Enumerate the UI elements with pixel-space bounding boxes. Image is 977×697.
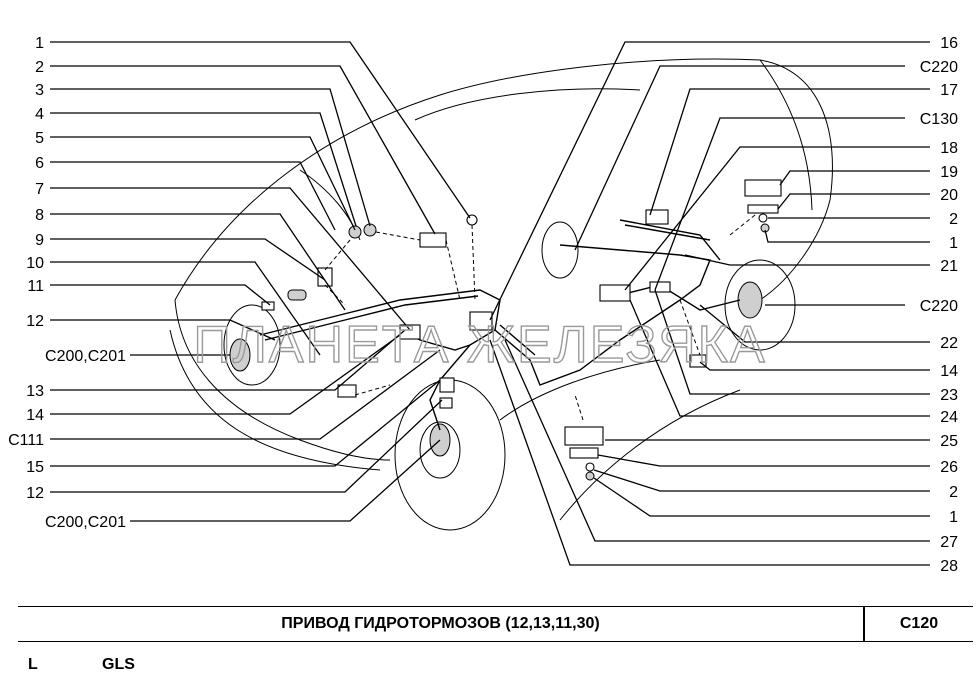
callout-label: 26 — [940, 459, 958, 476]
callout-label: 27 — [940, 534, 958, 551]
callout-label: 7 — [35, 181, 44, 198]
labels-left: 1 2 3 4 5 6 7 8 9 10 11 12 C200,C201 13 … — [8, 35, 126, 531]
callout-label: C130 — [920, 111, 958, 128]
callout-label: 1 — [949, 235, 958, 252]
callout-label: 22 — [940, 335, 958, 352]
callout-label: 3 — [35, 82, 44, 99]
callout-label: 14 — [26, 407, 44, 424]
leader-lines-right — [489, 41, 930, 566]
callout-label: 15 — [26, 459, 44, 476]
callout-label: 14 — [940, 363, 958, 380]
wheels — [223, 221, 796, 531]
callout-label: C220 — [920, 59, 958, 76]
callout-label: C220 — [920, 298, 958, 315]
callout-label: 28 — [940, 558, 958, 575]
callout-label: 12 — [26, 313, 44, 330]
watermark-text: ПЛАНЕТА ЖЕЛЕЗЯКА — [193, 316, 766, 374]
brake-components — [261, 179, 782, 481]
callout-label: 6 — [35, 155, 44, 172]
callout-label: C200,C201 — [45, 348, 126, 365]
callout-label: 4 — [35, 106, 44, 123]
callout-label: 2 — [949, 211, 958, 228]
page-title: ПРИВОД ГИДРОТОРМОЗОВ (12,13,11,30) — [281, 615, 600, 632]
callout-label: 21 — [940, 258, 958, 275]
footer-variant-trim: GLS — [102, 656, 135, 673]
callout-label: 25 — [940, 433, 958, 450]
callout-label: 12 — [26, 485, 44, 502]
callout-label: 20 — [940, 187, 958, 204]
callout-label: 19 — [940, 164, 958, 181]
callout-label: 16 — [940, 35, 958, 52]
callout-label: 24 — [940, 409, 958, 426]
title-divider — [863, 607, 865, 641]
callout-label: C200,C201 — [45, 514, 126, 531]
footer-variant-left: L — [28, 656, 38, 673]
callout-label: 8 — [35, 207, 44, 224]
callout-label: 13 — [26, 383, 44, 400]
leader-lines-left — [50, 41, 471, 522]
callout-label: 9 — [35, 232, 44, 249]
callout-label: 2 — [949, 484, 958, 501]
callout-label: 18 — [940, 140, 958, 157]
callout-label: 5 — [35, 130, 44, 147]
callout-label: 11 — [27, 278, 44, 295]
brake-system-diagram: ПЛАНЕТА ЖЕЛЕЗЯКА 1 2 3 4 5 6 7 8 9 10 11… — [8, 35, 958, 575]
callout-label: 23 — [940, 387, 958, 404]
callout-label: 1 — [949, 509, 958, 526]
labels-right: 16 C220 17 C130 18 19 20 2 1 21 C220 22 … — [920, 35, 958, 575]
callout-label: C111 — [8, 432, 44, 449]
callout-label: 17 — [940, 82, 958, 99]
callout-label: 10 — [26, 255, 44, 272]
callout-label: 1 — [35, 35, 44, 52]
callout-label: 2 — [35, 59, 44, 76]
title-bar: ПРИВОД ГИДРОТОРМОЗОВ (12,13,11,30) C120 — [18, 606, 973, 642]
section-code: C120 — [899, 615, 939, 632]
vehicle-body-outline — [169, 58, 833, 521]
